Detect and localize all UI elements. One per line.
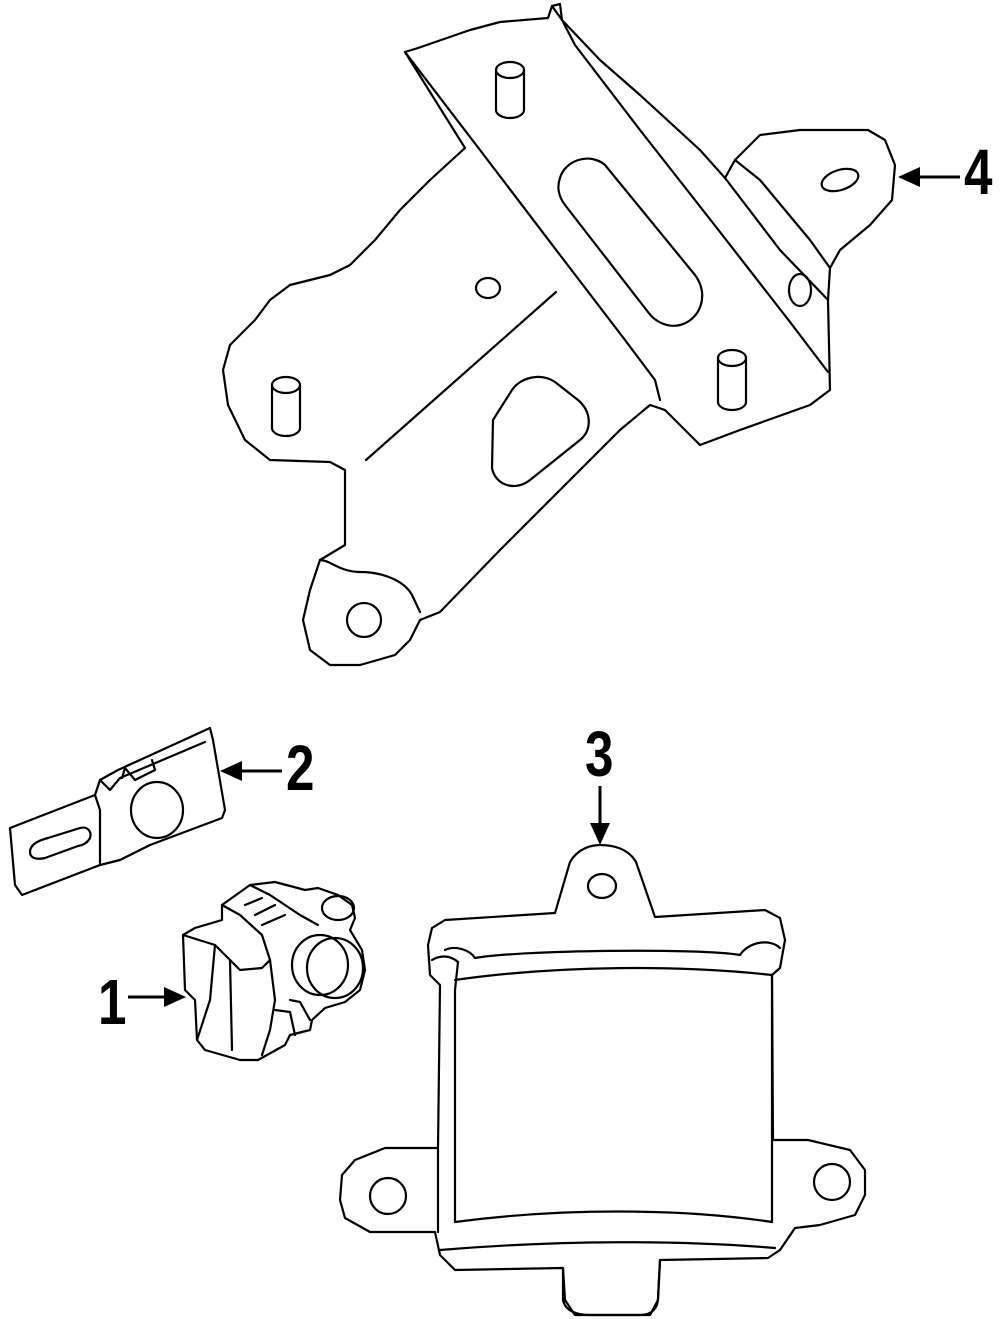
callout-leader-1 (128, 987, 186, 1007)
callout-leader-3 (590, 786, 610, 845)
stud (270, 375, 302, 438)
part-2-sensor-bracket[interactable] (8, 726, 227, 897)
stud (494, 60, 526, 120)
callout-number-3: 3 (585, 718, 614, 790)
callout-leader-4 (898, 167, 960, 187)
callout-leader-2 (220, 761, 282, 781)
callout-number-2: 2 (286, 732, 315, 804)
stud (716, 348, 748, 412)
part-1-sensor[interactable] (181, 880, 367, 1062)
part-3-control-module[interactable] (338, 843, 867, 1317)
part-4-mounting-bracket[interactable] (221, 2, 897, 667)
callout-number-4: 4 (964, 136, 993, 208)
callout-number-1: 1 (98, 966, 127, 1038)
